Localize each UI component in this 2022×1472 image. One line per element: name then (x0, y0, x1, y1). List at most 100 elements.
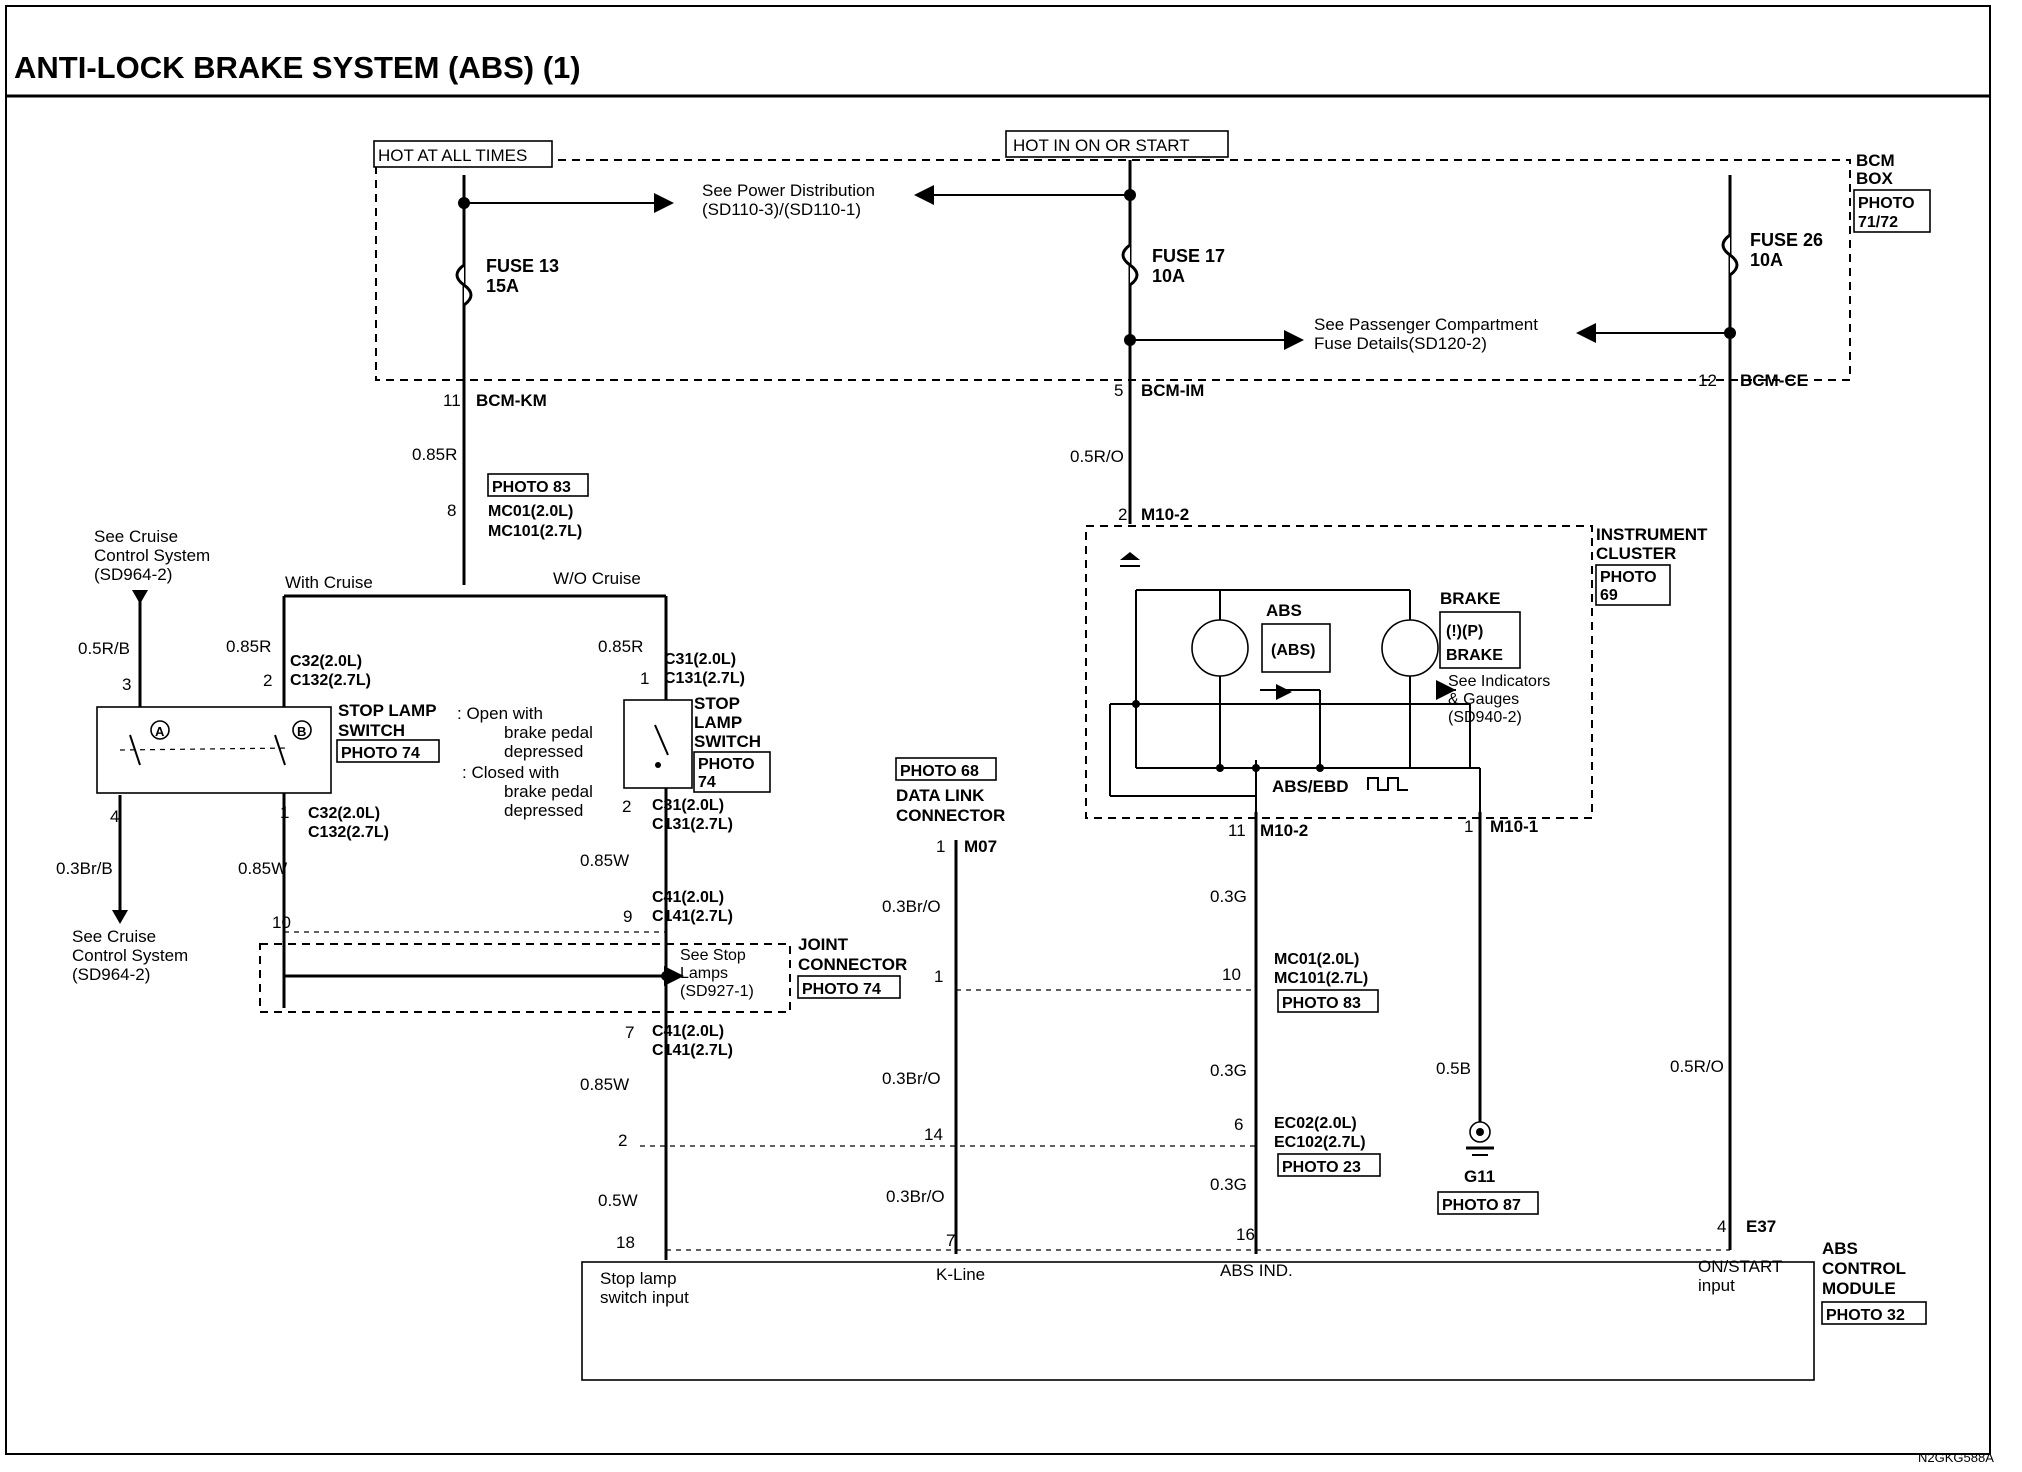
joint-name-2: CONNECTOR (798, 955, 907, 974)
module-pin-7: 7 (946, 1231, 955, 1250)
wire-label: 0.5R/B (78, 639, 130, 658)
fuse-17-symbol (1121, 243, 1139, 287)
switch-a-conn-top-2: C132(2.7L) (290, 672, 371, 689)
bcm-photo: PHOTO 71/72 (1853, 189, 1931, 233)
wire-label: 0.3G (1210, 887, 1247, 906)
svg-text:BRAKE: BRAKE (1446, 647, 1503, 664)
mc01-dlc-pin: 1 (934, 967, 943, 986)
svg-text:HOT IN ON OR START: HOT IN ON OR START (1013, 136, 1190, 155)
joint-name-1: JOINT (798, 935, 849, 954)
cruise-bot-2: Control System (72, 946, 188, 965)
joint-see-3: (SD927-1) (680, 983, 754, 1000)
ec02-dlc-pin: 14 (924, 1125, 943, 1144)
cluster-conn-out2: M10-1 (1490, 817, 1538, 836)
wire-label: 0.85W (238, 859, 287, 878)
module-conn-e37: E37 (1746, 1217, 1776, 1236)
dlc-pin: 1 (936, 837, 945, 856)
module-stop-1: Stop lamp (600, 1269, 677, 1288)
switch-a-pin-2: 2 (263, 671, 272, 690)
bcm-box (375, 159, 1851, 381)
switch-a-photo: PHOTO 74 (336, 739, 440, 763)
legend-b-1: : Closed with (462, 763, 559, 782)
mc01-mid-1: MC01(2.0L) (1274, 951, 1359, 968)
module-name-1: ABS (1822, 1239, 1858, 1258)
legend-b-3: depressed (504, 801, 583, 820)
switch-a-conn-top-1: C32(2.0L) (290, 653, 362, 670)
cluster-see-2: & Gauges (1448, 691, 1519, 708)
cluster-pin-out2: 1 (1464, 817, 1473, 836)
svg-text:71/72: 71/72 (1858, 214, 1898, 231)
svg-text:HOT AT ALL TIMES: HOT AT ALL TIMES (378, 146, 527, 165)
fuse-26-rating: 10A (1750, 250, 1783, 270)
wire-label: 0.85W (580, 1075, 629, 1094)
ground-name: G11 (1464, 1167, 1495, 1186)
mc01-mid-2: MC101(2.7L) (1274, 970, 1368, 987)
switch-a-conn-bot-1: C32(2.0L) (308, 805, 380, 822)
cluster-name-2: CLUSTER (1596, 544, 1676, 563)
module-name-3: MODULE (1822, 1279, 1896, 1298)
fuse-17-rating: 10A (1152, 266, 1185, 286)
cluster-see-3: (SD940-2) (1448, 709, 1522, 726)
cluster-pin-in: 2 (1118, 505, 1127, 524)
wire-label: 0.3G (1210, 1061, 1247, 1080)
module-on-1: ON/START (1698, 1257, 1782, 1276)
svg-text:PHOTO 68: PHOTO 68 (900, 763, 979, 780)
cruise-top-1: See Cruise (94, 527, 178, 546)
abs-ebd-label: ABS/EBD (1272, 777, 1349, 796)
svg-text:A: A (155, 724, 165, 739)
switch-b-name-2: LAMP (694, 713, 742, 732)
module-on-2: input (1698, 1276, 1735, 1295)
module-pin-4: 4 (1717, 1217, 1726, 1236)
cluster-name-1: INSTRUMENT (1596, 525, 1708, 544)
fuse-26-name: FUSE 26 (1750, 230, 1823, 250)
see-pass-1: See Passenger Compartment (1314, 315, 1538, 334)
svg-text:PHOTO 74: PHOTO 74 (341, 745, 420, 762)
cruise-bot-1: See Cruise (72, 927, 156, 946)
brake-lamp-label: BRAKE (1440, 589, 1500, 608)
instrument-cluster-box (1085, 525, 1593, 819)
wire-label: 0.3Br/O (882, 1069, 941, 1088)
cluster-internal-circuit (1109, 552, 1481, 812)
module-kline: K-Line (936, 1265, 985, 1284)
svg-text:PHOTO 87: PHOTO 87 (1442, 1197, 1521, 1214)
bcm-im-label: BCM-IM (1141, 381, 1204, 400)
cruise-top-3: (SD964-2) (94, 565, 172, 584)
wire-label: 0.3G (1210, 1175, 1247, 1194)
abs-warning-lamp-icon: (ABS) (1261, 623, 1331, 673)
c41-bot-2: C141(2.7L) (652, 1042, 733, 1059)
svg-text:PHOTO: PHOTO (698, 756, 755, 773)
module-name-2: CONTROL (1822, 1259, 1906, 1278)
page-frame (5, 5, 1991, 1455)
ground-photo: PHOTO 87 (1437, 1191, 1539, 1215)
bcm-km-label: BCM-KM (476, 391, 547, 410)
ground-icon (1466, 1121, 1494, 1156)
dlc-name-2: CONNECTOR (896, 806, 1005, 825)
see-power-dist-2: (SD110-3)/(SD110-1) (702, 200, 861, 219)
switch-b-name-3: SWITCH (694, 732, 761, 751)
svg-text:PHOTO 23: PHOTO 23 (1282, 1159, 1361, 1176)
fuse-13-symbol (455, 263, 473, 307)
see-power-dist-1: See Power Distribution (702, 181, 875, 200)
legend-a-3: depressed (504, 742, 583, 761)
joint-pin-10: 10 (272, 913, 291, 932)
bcm-label-2: BOX (1856, 169, 1894, 188)
switch-b-conn-bot-1: C31(2.0L) (652, 797, 724, 814)
switch-a-conn-bot-2: C132(2.7L) (308, 824, 389, 841)
bcm-pin-12: 12 (1698, 371, 1717, 390)
joint-see-2: Lamps (680, 965, 728, 982)
cluster-conn-out1: M10-2 (1260, 821, 1308, 840)
svg-text:PHOTO 83: PHOTO 83 (492, 479, 571, 496)
joint-see-1: See Stop (680, 947, 746, 964)
mc01-label-1: MC01(2.0L) (488, 503, 573, 520)
wire-label: 0.85W (580, 851, 629, 870)
mc01-photo-83: PHOTO 83 (487, 473, 589, 497)
switch-a-pin-4: 4 (110, 807, 119, 826)
switch-a-pin-3: 3 (122, 675, 131, 694)
cluster-conn-in: M10-2 (1141, 505, 1189, 524)
see-pass-2: Fuse Details(SD120-2) (1314, 334, 1487, 353)
wire-label: 0.5R/O (1070, 447, 1124, 466)
cruise-top-2: Control System (94, 546, 210, 565)
with-cruise-label: With Cruise (285, 573, 373, 592)
ec02-pin-left: 2 (618, 1131, 627, 1150)
wo-cruise-label: W/O Cruise (553, 569, 641, 588)
